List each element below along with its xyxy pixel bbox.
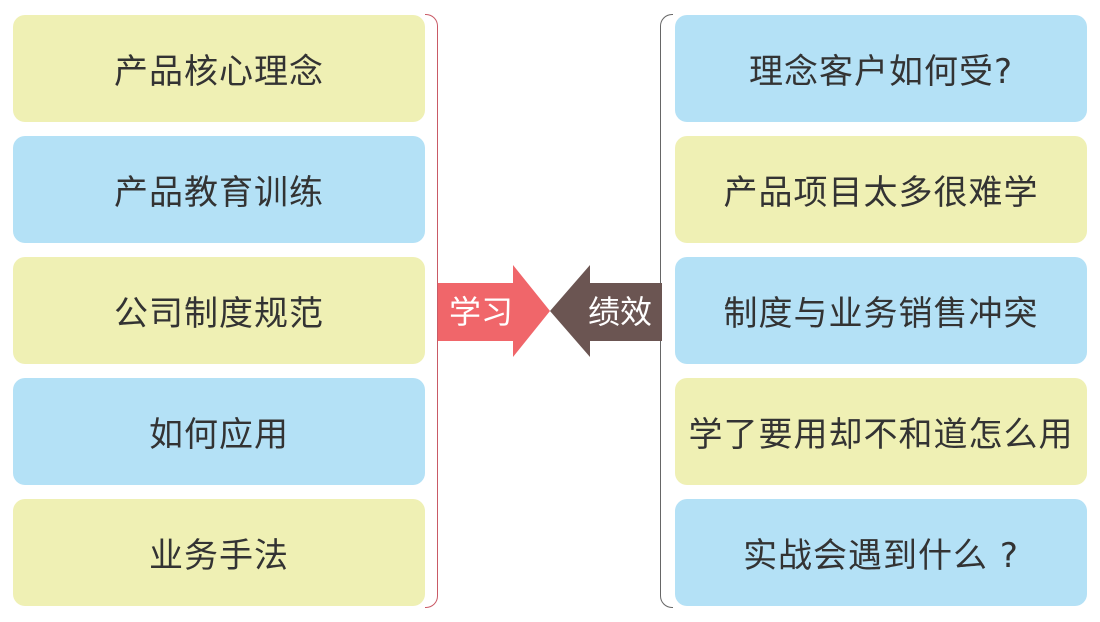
right-item-too-many-products: 产品项目太多很难学 — [675, 136, 1087, 243]
left-item-company-rules: 公司制度规范 — [13, 257, 425, 364]
right-item-label: 产品项目太多很难学 — [723, 173, 1039, 213]
left-item-label: 产品核心理念 — [114, 52, 324, 92]
left-item-label: 业务手法 — [149, 536, 289, 576]
left-item-label: 产品教育训练 — [114, 173, 324, 213]
right-item-customer-acceptance: 理念客户如何受? — [675, 15, 1087, 122]
left-item-label: 公司制度规范 — [114, 294, 324, 334]
left-item-label: 如何应用 — [149, 415, 289, 455]
right-item-label: 制度与业务销售冲突 — [723, 294, 1039, 334]
right-item-label: 学了要用却不和道怎么用 — [688, 415, 1074, 455]
learn-arrow-label: 学习 — [448, 293, 513, 331]
left-item-core-concept: 产品核心理念 — [13, 15, 425, 122]
right-item-field-practice: 实战会遇到什么 ? — [675, 499, 1087, 606]
right-item-how-to-use: 学了要用却不和道怎么用 — [675, 378, 1087, 485]
left-item-education-training: 产品教育训练 — [13, 136, 425, 243]
learn-arrow-shape — [438, 265, 550, 357]
right-item-label: 实战会遇到什么 ? — [743, 536, 1019, 576]
left-item-application: 如何应用 — [13, 378, 425, 485]
performance-arrow-label: 绩效 — [587, 293, 652, 331]
right-item-label: 理念客户如何受? — [748, 52, 1014, 92]
left-item-business-methods: 业务手法 — [13, 499, 425, 606]
right-item-rules-conflict: 制度与业务销售冲突 — [675, 257, 1087, 364]
performance-arrow-shape — [550, 265, 662, 357]
